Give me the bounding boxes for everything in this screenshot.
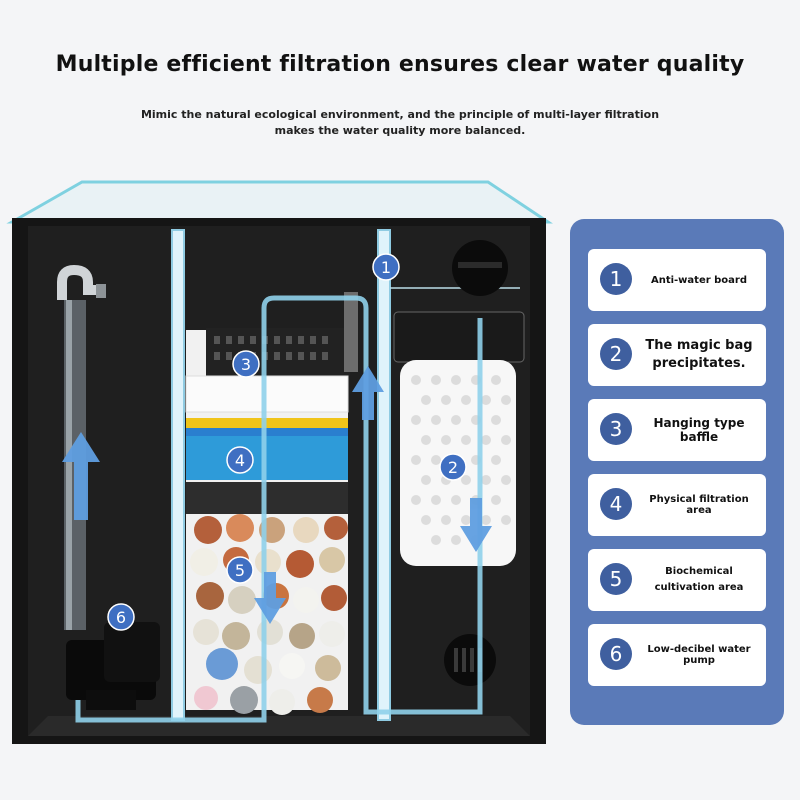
marker-6-number: 6: [116, 608, 126, 627]
marker-2: 2: [439, 453, 467, 481]
marker-3: 3: [232, 350, 260, 378]
filter-media: [185, 328, 350, 715]
marker-1: 1: [372, 253, 400, 281]
legend-label-2: The magic bag precipitates.: [645, 338, 753, 371]
page-subtitle: Mimic the natural ecological environment…: [140, 108, 660, 137]
legend-item-1: 1 Anti-water board: [588, 249, 766, 311]
filter-bag: [393, 311, 525, 566]
legend-panel: 1 Anti-water board 2 The magic bag preci…: [570, 219, 784, 725]
flow-path: [75, 295, 483, 723]
legend-item-6: 6 Low-decibel water pump: [588, 624, 766, 686]
legend-label-5: Biochemical cultivation area: [654, 566, 744, 593]
baffle-right: [377, 229, 391, 721]
legend-item-4: 4 Physical filtration area: [588, 474, 766, 536]
legend-label-4: Physical filtration area: [649, 494, 749, 516]
legend-number-6: 6: [600, 638, 632, 670]
legend-number-4: 4: [600, 488, 632, 520]
legend-item-3: 3 Hanging type baffle: [588, 399, 766, 461]
marker-4-number: 4: [235, 451, 245, 470]
legend-number-1: 1: [600, 263, 632, 295]
legend-item-5: 5 Biochemical cultivation area: [588, 549, 766, 611]
outlet-grate: [444, 634, 496, 686]
inlet-grate: [452, 240, 508, 296]
marker-5: 5: [226, 556, 254, 584]
glass-lid: [6, 180, 553, 224]
legend-label-1: Anti-water board: [650, 274, 748, 286]
marker-4: 4: [226, 446, 254, 474]
water-pump: [66, 622, 160, 710]
legend-number-3: 3: [600, 413, 632, 445]
page-title: Multiple efficient filtration ensures cl…: [55, 52, 745, 77]
marker-5-number: 5: [235, 561, 245, 580]
marker-3-number: 3: [241, 355, 251, 374]
baffle-left: [171, 229, 185, 721]
filter-tank-illustration: 1 2 3 4 5 6: [6, 180, 553, 744]
legend-number-5: 5: [600, 563, 632, 595]
marker-2-number: 2: [448, 458, 458, 477]
flow-arrows: [62, 366, 492, 624]
marker-6: 6: [107, 603, 135, 631]
legend-number-2: 2: [600, 338, 632, 370]
legend-label-3: Hanging type baffle: [653, 416, 745, 444]
legend-label-6: Low-decibel water pump: [647, 644, 751, 666]
legend-item-2: 2 The magic bag precipitates.: [588, 324, 766, 386]
marker-1-number: 1: [381, 258, 391, 277]
